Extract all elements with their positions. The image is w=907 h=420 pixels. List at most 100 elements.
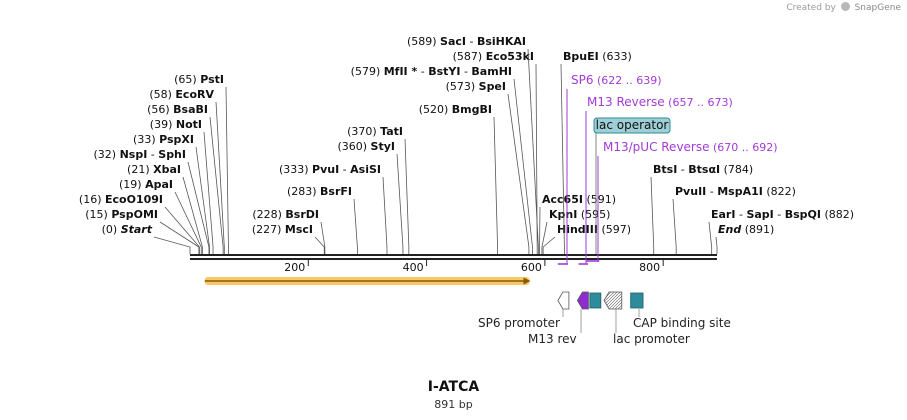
enzyme-site-apai: (19) ApaI xyxy=(119,178,202,254)
enzyme-site-ecorv: (58) EcoRV xyxy=(149,88,225,254)
enzyme-cut-line xyxy=(159,221,200,254)
feature-box xyxy=(589,292,602,309)
feature-arrow xyxy=(603,291,623,310)
enzyme-cut-line xyxy=(650,176,655,254)
enzyme-site-pvuii: PvuII - MspA1I (822) xyxy=(672,185,796,254)
enzyme-site-msci: (227) MscI xyxy=(252,223,325,254)
primers: SP6 (622 .. 639) M13 Reverse (657 .. 673)… xyxy=(557,73,778,265)
enzyme-cut-line xyxy=(535,63,538,254)
feature-label: M13 rev xyxy=(528,332,577,346)
enzyme-site-bsabi: (56) BsaBI xyxy=(147,103,224,254)
enzyme-site-saci: (589) SacI - BsiHKAI xyxy=(407,35,539,254)
enzyme-site-acc65i: Acc65I (591) xyxy=(539,193,616,254)
enzyme-label: (228) BsrDI xyxy=(252,208,319,221)
credit-prefix: Created by xyxy=(786,3,836,13)
feature-arrow xyxy=(557,291,570,310)
enzyme-cut-line xyxy=(174,191,202,254)
enzyme-cut-line xyxy=(164,206,200,254)
enzyme-label: (333) PvuI - AsiSI xyxy=(279,163,381,176)
primer-label: M13/pUC Reverse (670 .. 692) xyxy=(603,140,778,154)
callout-box xyxy=(593,117,671,134)
enzyme-cut-line xyxy=(153,236,191,254)
sequence-name: I-ATCA xyxy=(427,379,480,395)
enzyme-site-bsrdi: (228) BsrDI xyxy=(252,208,326,254)
enzyme-cut-line xyxy=(541,221,548,254)
enzyme-label: (283) BsrFI xyxy=(287,185,352,198)
enzyme-site-nspi: (32) NspI - SphI xyxy=(93,148,210,254)
enzyme-cut-line xyxy=(560,63,565,254)
primer-label: M13 Reverse (657 .. 673) xyxy=(587,95,733,109)
enzyme-site-pspxi: (33) PspXI xyxy=(133,133,210,254)
enzyme-site-bmgbi: (520) BmgBI xyxy=(419,103,498,254)
enzyme-cut-line xyxy=(203,131,214,254)
enzyme-label: (58) EcoRV xyxy=(149,88,214,101)
ruler-tick-label: 800 xyxy=(639,261,660,274)
enzyme-site-bsrfi: (283) BsrFI xyxy=(287,185,358,254)
dna-backbone xyxy=(190,254,717,260)
enzyme-site-eari: EarI - SapI - BspQI (882) xyxy=(708,208,854,254)
enzyme-label: (39) NotI xyxy=(150,118,202,131)
enzyme-label: (587) Eco53kI xyxy=(453,50,534,63)
enzyme-label: (370) TatI xyxy=(347,125,403,138)
enzyme-site-noti: (39) NotI xyxy=(150,118,214,254)
primer-m13-reverse: M13 Reverse (657 .. 673) xyxy=(578,95,733,265)
enzyme-cut-line xyxy=(353,198,358,254)
enzyme-cut-line xyxy=(542,236,556,254)
enzyme-label: (32) NspI - SphI xyxy=(93,148,186,161)
enzyme-cut-line xyxy=(314,236,325,254)
feature-arrow xyxy=(576,291,589,310)
enzyme-label: (56) BsaBI xyxy=(147,103,208,116)
enzyme-label: (589) SacI - BsiHKAI xyxy=(407,35,526,48)
enzyme-cut-line xyxy=(404,138,410,254)
enzyme-cut-line xyxy=(195,146,210,254)
enzyme-site-pspomi: (15) PspOMI xyxy=(85,208,200,254)
enzyme-label: (65) PstI xyxy=(174,73,224,86)
feature-box xyxy=(630,292,644,309)
enzyme-site-hindiii: HindIII (597) xyxy=(542,223,631,254)
enzyme-site-spei: (573) SpeI xyxy=(446,80,530,254)
enzyme-cut-line xyxy=(182,176,203,254)
enzyme-cut-line xyxy=(527,48,539,254)
enzyme-site-start: (0) Start xyxy=(102,223,191,254)
primer-m13-puc-reverse: M13/pUC Reverse (670 .. 692) xyxy=(586,140,778,262)
feature-label: CAP binding site xyxy=(633,316,731,330)
enzyme-cut-line xyxy=(396,153,404,254)
enzyme-label: (21) XbaI xyxy=(127,163,181,176)
enzyme-cut-line xyxy=(382,176,388,254)
feature-cap-binding-site: CAP binding site xyxy=(630,292,731,330)
orf-arrow xyxy=(204,277,531,285)
enzyme-label: BtsI - BtsαI (784) xyxy=(653,163,753,176)
enzyme-label: (520) BmgBI xyxy=(419,103,492,116)
callout-text: lac operator xyxy=(596,118,669,132)
enzyme-site-psti: (65) PstI xyxy=(174,73,229,254)
enzyme-cut-line xyxy=(493,116,498,254)
enzyme-cut-line xyxy=(507,93,530,254)
primer-label: SP6 (622 .. 639) xyxy=(571,73,662,87)
feature-lac-operator xyxy=(589,292,602,309)
enzyme-label: Acc65I (591) xyxy=(542,193,616,206)
enzyme-cut-line xyxy=(209,116,224,254)
ruler-tick-label: 600 xyxy=(521,261,542,274)
enzyme-site-ecoo109i: (16) EcoO109I xyxy=(79,193,200,254)
sequence-length: 891 bp xyxy=(434,398,473,411)
enzyme-label: BpuEI (633) xyxy=(563,50,632,63)
enzyme-site-end: End (891) xyxy=(715,223,774,254)
enzyme-label: EarI - SapI - BspQI (882) xyxy=(711,208,854,221)
enzyme-site-eco53ki: (587) Eco53kI xyxy=(453,50,538,254)
enzyme-cut-line xyxy=(513,78,533,254)
enzyme-cut-line xyxy=(715,236,718,254)
enzyme-label: KpnI (595) xyxy=(549,208,610,221)
snapgene-logo-icon xyxy=(840,2,850,11)
feature-label: SP6 promoter xyxy=(478,316,560,330)
feature-m13-rev: M13 rev xyxy=(528,291,589,346)
enzyme-cut-line xyxy=(708,221,713,254)
enzyme-cut-line xyxy=(187,161,210,254)
enzyme-label: (33) PspXI xyxy=(133,133,194,146)
snapgene-credit: Created by SnapGene xyxy=(786,2,901,13)
feature-sp6-promoter: SP6 promoter xyxy=(478,291,570,330)
enzyme-cut-line xyxy=(225,86,229,254)
enzyme-site-xbai: (21) XbaI xyxy=(127,163,203,254)
enzyme-label: (579) MfII * - BstYI - BamHI xyxy=(351,65,512,78)
enzyme-site-tati: (370) TatI xyxy=(347,125,410,254)
